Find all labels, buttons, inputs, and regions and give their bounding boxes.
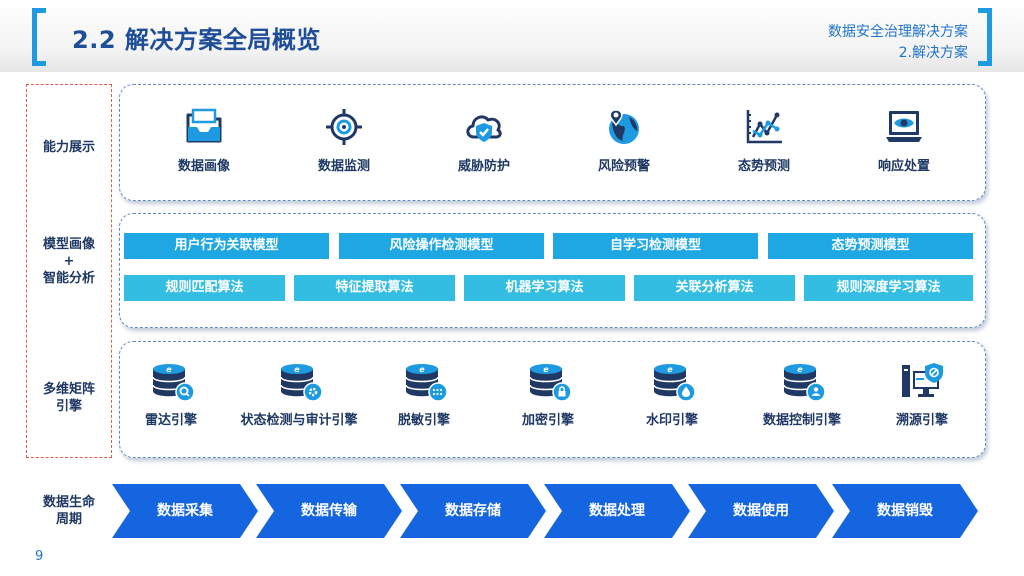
computer-shield-icon — [902, 363, 943, 397]
capability-label: 风险预警 — [597, 159, 650, 174]
engine-label: 状态检测与审计引擎 — [240, 413, 358, 428]
lifecycle-label: 数据使用 — [733, 503, 789, 519]
engine-traceability[interactable]: 溯源引擎 — [852, 361, 992, 428]
side-label-text: 引擎 — [55, 399, 82, 414]
engine-label: 水印引擎 — [645, 413, 698, 428]
side-label-text: 能力展示 — [42, 140, 95, 155]
algorithm-feature-extraction[interactable]: 特征提取算法 — [294, 275, 455, 301]
chevron-shape — [544, 484, 690, 538]
capabilities-panel — [119, 84, 986, 201]
capability-label: 响应处置 — [877, 159, 930, 174]
side-label-frame — [26, 84, 112, 458]
model-user-behavior[interactable]: 用户行为关联模型 — [124, 233, 329, 259]
model-self-learning[interactable]: 自学习检测模型 — [553, 233, 758, 259]
breadcrumb-line-2: 2.解决方案 — [898, 45, 968, 61]
capability-data-monitoring[interactable]: 数据监测 — [284, 107, 404, 174]
svg-text:e: e — [543, 365, 549, 374]
slide-header: 2.2 解决方案全局概览 数据安全治理解决方案 2.解决方案 — [0, 0, 1024, 72]
engine-masking[interactable]: e 脱敏引擎 — [354, 361, 494, 428]
lifecycle-label: 数据销毁 — [877, 503, 933, 519]
chevron-shape — [112, 484, 258, 538]
crosshair-target-icon — [326, 109, 362, 145]
capability-data-profile[interactable]: 数据画像 — [144, 107, 264, 174]
left-bracket-decoration — [32, 8, 46, 66]
database-search-icon: e — [152, 364, 195, 402]
lifecycle-label: 数据处理 — [589, 503, 645, 519]
capability-label: 数据监测 — [317, 159, 370, 174]
svg-text:e: e — [667, 365, 673, 374]
database-gear-icon: e — [280, 364, 323, 402]
chevron-shape — [832, 484, 978, 538]
engine-label: 溯源引擎 — [895, 413, 948, 428]
algorithm-rule-deep-learning[interactable]: 规则深度学习算法 — [804, 275, 973, 301]
right-bracket-decoration — [978, 8, 992, 66]
engine-watermark[interactable]: e 水印引擎 — [602, 361, 742, 428]
trend-chart-icon — [746, 110, 782, 144]
lifecycle-step-collect[interactable]: 数据采集 — [112, 484, 258, 538]
algorithm-correlation-analysis[interactable]: 关联分析算法 — [634, 275, 795, 301]
models-algorithms-panel — [119, 213, 986, 328]
capability-response[interactable]: 响应处置 — [844, 107, 964, 174]
chevron-shape — [400, 484, 546, 538]
lifecycle-step-destroy[interactable]: 数据销毁 — [832, 484, 978, 538]
database-lock-icon: e — [529, 364, 572, 402]
algorithm-machine-learning[interactable]: 机器学习算法 — [464, 275, 625, 301]
capability-threat-protection[interactable]: 威胁防护 — [424, 107, 544, 174]
lifecycle-step-process[interactable]: 数据处理 — [544, 484, 690, 538]
capability-label: 数据画像 — [177, 159, 230, 174]
capability-trend-forecast[interactable]: 态势预测 — [704, 107, 824, 174]
chevron-shape — [688, 484, 834, 538]
algorithm-rule-matching[interactable]: 规则匹配算法 — [124, 275, 285, 301]
engine-label: 数据控制引擎 — [762, 413, 841, 428]
engine-label: 脱敏引擎 — [397, 413, 450, 428]
side-label-models: 模型画像 + 智能分析 — [26, 236, 112, 287]
engine-state-audit[interactable]: e 状态检测与审计引擎 — [229, 361, 369, 428]
side-label-text: 模型画像 — [42, 237, 95, 252]
capability-label: 威胁防护 — [457, 159, 510, 174]
section-breadcrumb: 数据安全治理解决方案 2.解决方案 — [828, 22, 968, 64]
cloud-shield-icon — [466, 115, 502, 142]
database-drop-icon: e — [653, 364, 696, 402]
lifecycle-label: 数据存储 — [445, 503, 501, 519]
page-title: 2.2 解决方案全局概览 — [72, 26, 321, 54]
side-label-lifecycle: 数据生命 周期 — [26, 494, 112, 528]
engine-label: 加密引擎 — [521, 413, 574, 428]
lifecycle-step-transfer[interactable]: 数据传输 — [256, 484, 402, 538]
side-label-text: 周期 — [55, 512, 82, 527]
database-control-icon: e — [783, 364, 826, 402]
side-label-text: 数据生命 — [42, 495, 95, 510]
engine-radar[interactable]: e 雷达引擎 — [101, 361, 241, 428]
lifecycle-label: 数据传输 — [301, 503, 357, 519]
engine-data-control[interactable]: e 数据控制引擎 — [732, 361, 872, 428]
capability-risk-alert[interactable]: 风险预警 — [564, 107, 684, 174]
side-label-text: 多维矩阵 — [42, 382, 95, 397]
monitor-eye-icon — [886, 111, 922, 142]
side-label-engines: 多维矩阵 引擎 — [26, 381, 112, 415]
capability-label: 态势预测 — [737, 159, 790, 174]
page-number: 9 — [35, 549, 44, 564]
engines-panel — [119, 341, 986, 458]
svg-text:e: e — [166, 365, 172, 374]
svg-text:e: e — [294, 365, 300, 374]
svg-text:e: e — [419, 365, 425, 374]
database-mask-icon: e — [405, 364, 448, 402]
side-label-capabilities: 能力展示 — [26, 139, 112, 156]
model-risk-operation[interactable]: 风险操作检测模型 — [339, 233, 544, 259]
lifecycle-step-use[interactable]: 数据使用 — [688, 484, 834, 538]
model-trend-forecast[interactable]: 态势预测模型 — [768, 233, 973, 259]
engine-encryption[interactable]: e 加密引擎 — [478, 361, 618, 428]
breadcrumb-line-1: 数据安全治理解决方案 — [828, 24, 968, 40]
lifecycle-step-store[interactable]: 数据存储 — [400, 484, 546, 538]
side-label-text: + — [63, 254, 75, 269]
side-label-text: 智能分析 — [42, 271, 95, 286]
svg-text:e: e — [797, 365, 803, 374]
globe-pin-icon — [609, 109, 639, 144]
chevron-shape — [256, 484, 402, 538]
engine-label: 雷达引擎 — [144, 413, 197, 428]
lifecycle-flow: 数据采集 数据传输 数据存储 数据处理 数据使用 数据销毁 — [112, 484, 982, 538]
lifecycle-label: 数据采集 — [157, 503, 213, 519]
folder-tray-icon — [186, 108, 222, 143]
